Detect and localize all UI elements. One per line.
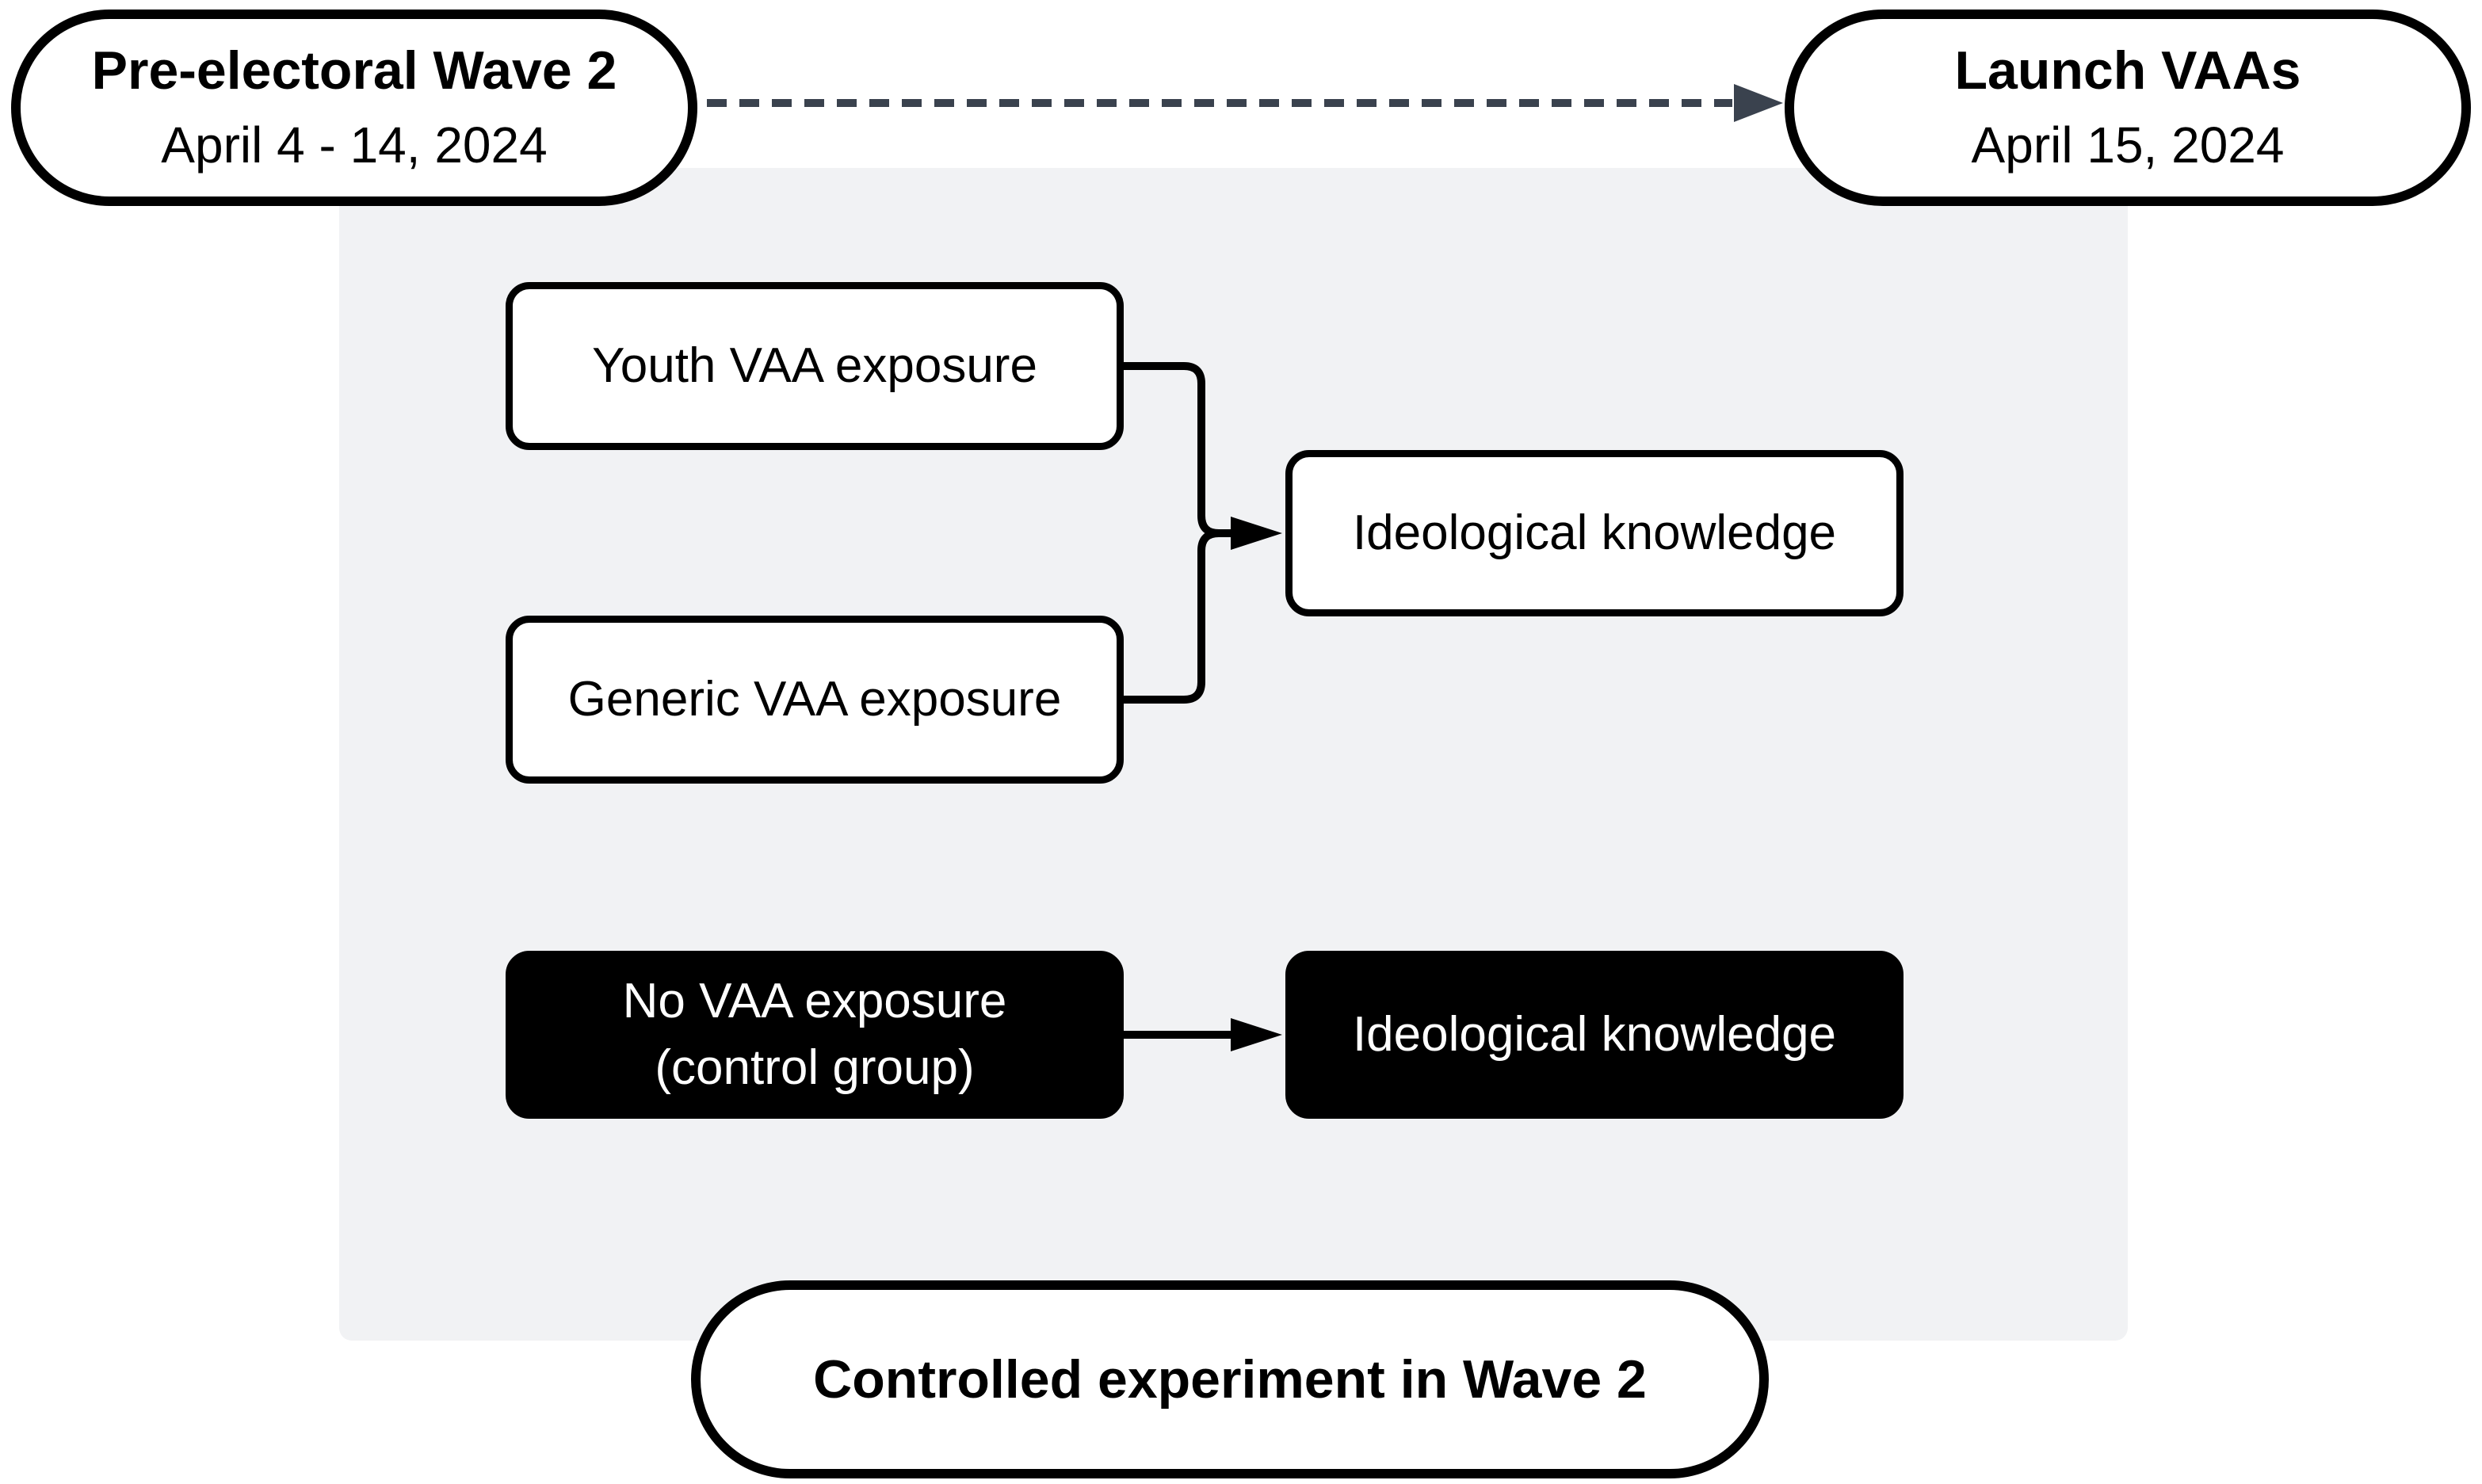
pill-pre-electoral-wave2-title: Pre-electoral Wave 2 (91, 40, 617, 101)
pill-pre-electoral-wave2-dates: April 4 - 14, 2024 (161, 116, 548, 174)
node-youth-vaa-exposure: Youth VAA exposure (506, 282, 1124, 450)
node-ideological-knowledge-treatment: Ideological knowledge (1285, 450, 1904, 616)
node-ideological-knowledge-control: Ideological knowledge (1285, 951, 1904, 1119)
node-no-vaa-exposure-line1: No VAA exposure (622, 974, 1007, 1028)
pill-pre-electoral-wave2: Pre-electoral Wave 2 April 4 - 14, 2024 (11, 10, 697, 206)
node-generic-vaa-exposure: Generic VAA exposure (506, 616, 1124, 784)
node-ideological-knowledge-control-label: Ideological knowledge (1352, 1007, 1837, 1062)
node-no-vaa-exposure-line2: (control group) (655, 1040, 975, 1095)
node-generic-vaa-exposure-label: Generic VAA exposure (567, 672, 1062, 727)
pill-launch-vaas-date: April 15, 2024 (1971, 116, 2285, 174)
pill-launch-vaas-title: Launch VAAs (1954, 40, 2301, 101)
node-youth-vaa-exposure-label: Youth VAA exposure (592, 338, 1037, 393)
timeline-dashed-arrow (707, 84, 1783, 122)
pill-caption-controlled-experiment: Controlled experiment in Wave 2 (691, 1280, 1769, 1478)
node-ideological-knowledge-treatment-label: Ideological knowledge (1352, 505, 1837, 560)
caption-label: Controlled experiment in Wave 2 (813, 1349, 1647, 1410)
pill-launch-vaas: Launch VAAs April 15, 2024 (1785, 10, 2471, 206)
timeline-arrowhead-icon (1734, 84, 1783, 122)
node-no-vaa-exposure-control: No VAA exposure (control group) (506, 951, 1124, 1119)
